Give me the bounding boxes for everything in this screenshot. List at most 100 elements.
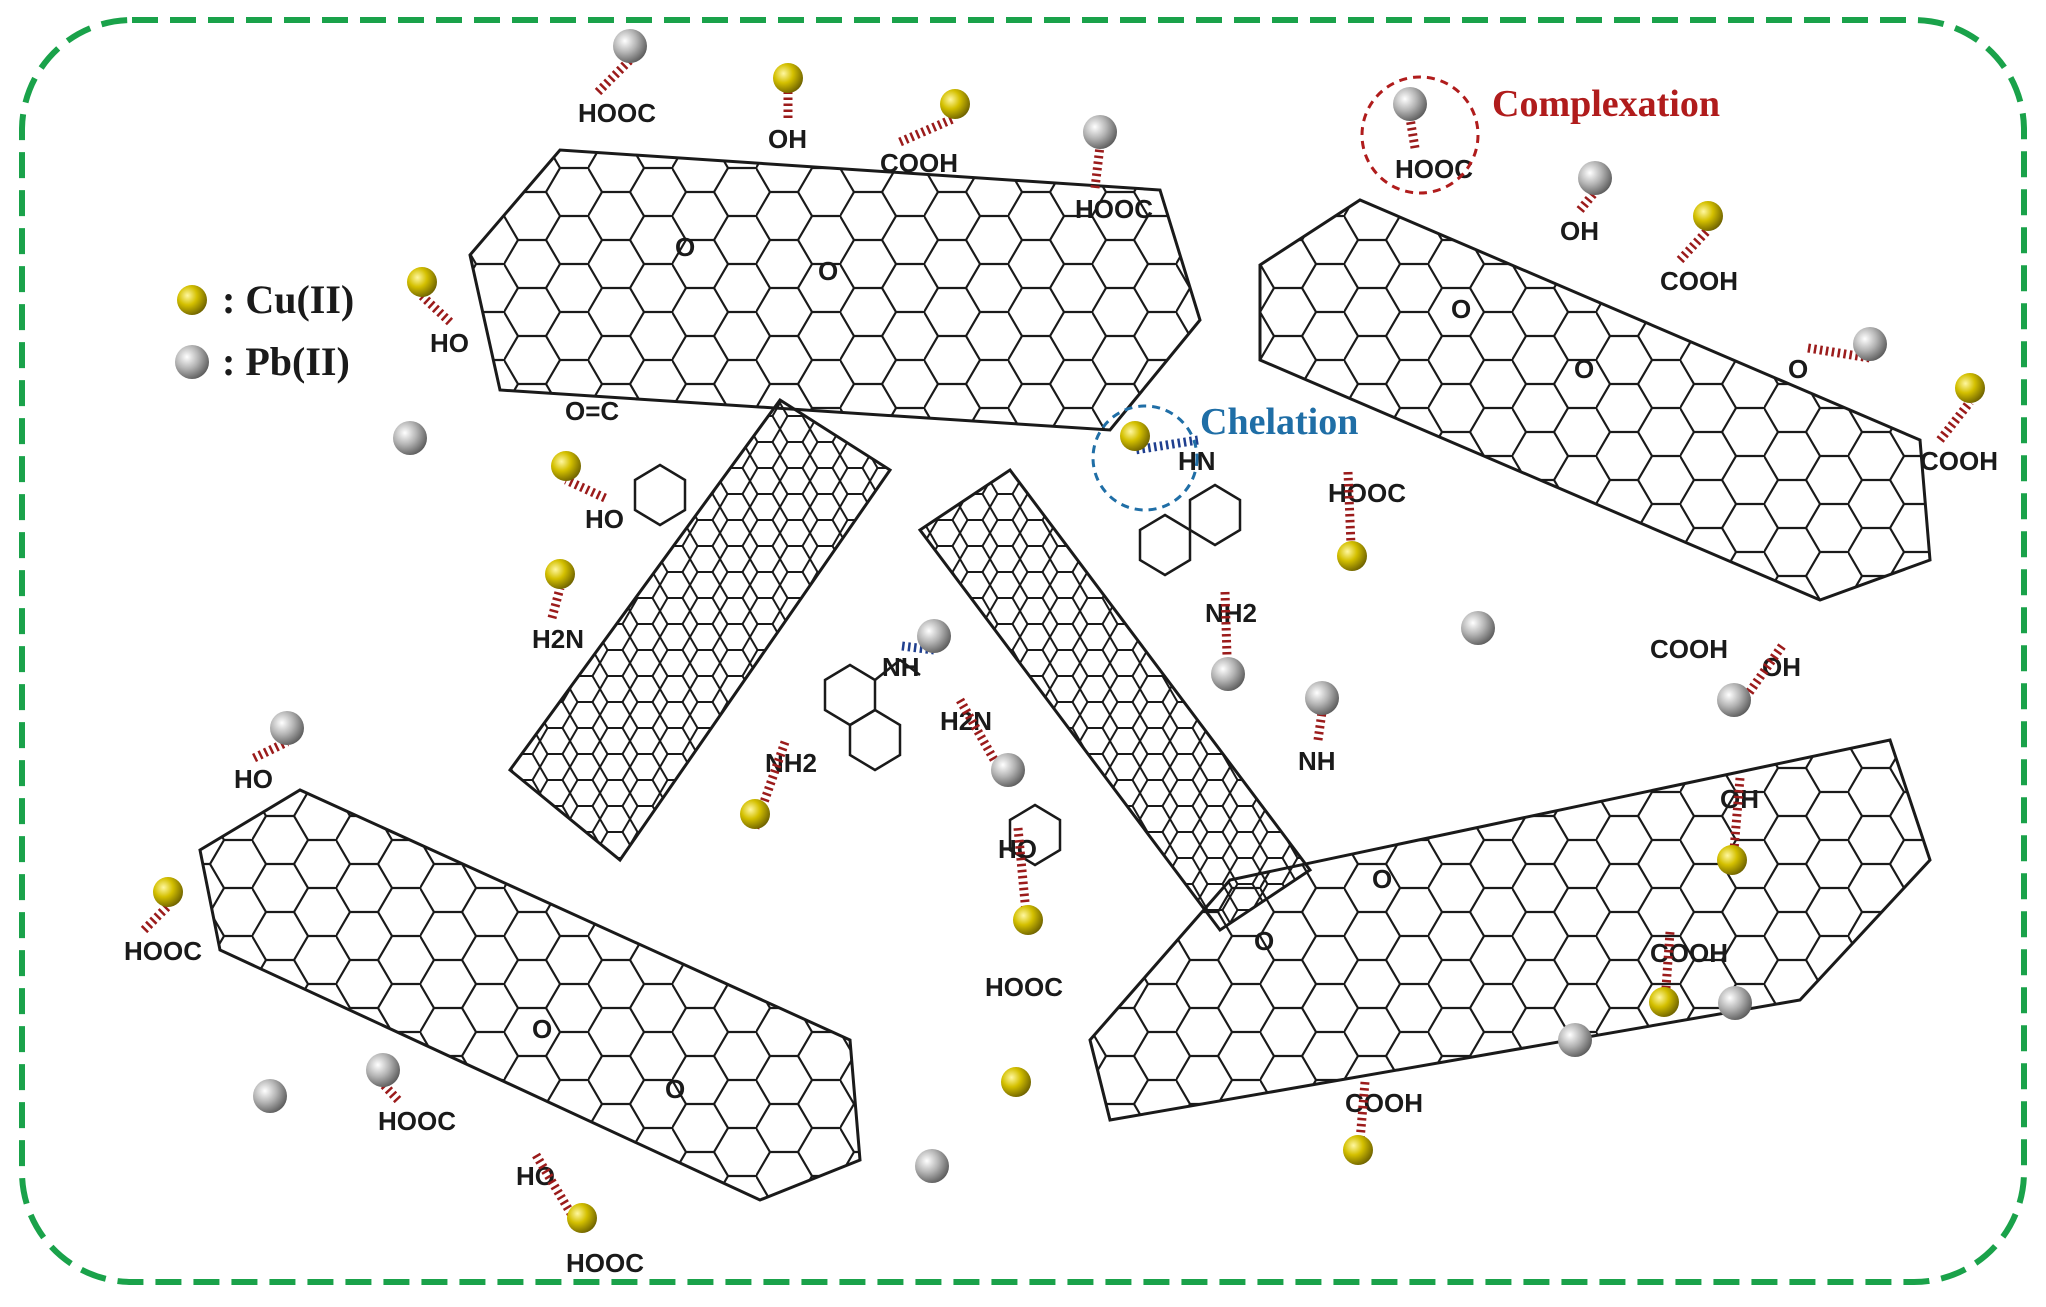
functional-group-o: O xyxy=(1788,354,1808,384)
complexation-bond xyxy=(1659,931,1675,1017)
graphene-sheet-top-left xyxy=(468,148,1202,432)
cu-ion-icon xyxy=(153,877,183,907)
functional-group-cooh: COOH xyxy=(1345,1088,1423,1118)
complexation-bond xyxy=(1090,145,1105,189)
functional-group-oh: OH xyxy=(768,124,807,154)
complexation-bond xyxy=(418,292,454,326)
functional-group-cooh: COOH xyxy=(1650,938,1728,968)
dashed-frame xyxy=(19,17,2027,1285)
pb-ion-icon xyxy=(1718,986,1752,1020)
functional-group-o: O xyxy=(1574,354,1594,384)
pb-ion-icon xyxy=(270,711,304,745)
functional-group-o: O xyxy=(1372,864,1392,894)
functional-group-hooc: HOOC xyxy=(566,1248,644,1278)
complexation-bond xyxy=(252,737,289,763)
complexation-bond xyxy=(956,697,1012,787)
functional-group-nh2: NH2 xyxy=(1205,598,1257,628)
cu-ion-icon xyxy=(1013,905,1043,935)
cu-ion-icon xyxy=(567,1203,597,1233)
pb-ion-icon xyxy=(1578,161,1612,195)
functional-group-cooh: COOH xyxy=(1920,446,1998,476)
functional-group-cooh: COOH xyxy=(880,148,958,178)
linker-molecule-center xyxy=(823,658,921,772)
legend-pb-label: : Pb(II) xyxy=(222,339,350,384)
pb-ion-icon xyxy=(915,1149,949,1183)
functional-group-h2n: H2N xyxy=(532,624,584,654)
grey-sphere-icon xyxy=(175,345,209,379)
pb-ion-icon xyxy=(1717,683,1751,717)
chelation-highlight-circle xyxy=(1091,404,1199,512)
complexation-bond xyxy=(547,586,565,620)
functional-group-oc: O=C xyxy=(565,396,619,426)
functional-group-nh: NH xyxy=(1298,746,1336,776)
cu-ion-icon xyxy=(1343,1135,1373,1165)
functional-group-hooc: HOOC xyxy=(1328,478,1406,508)
cu-ion-icon xyxy=(773,63,803,93)
cu-ion-icon xyxy=(940,89,970,119)
pb-ion-icon xyxy=(991,753,1025,787)
functional-group-o: O xyxy=(1254,926,1274,956)
functional-group-o: O xyxy=(1451,294,1471,324)
graphene-sheet-top-right xyxy=(1258,198,1932,602)
cu-ion-icon xyxy=(551,451,581,481)
functional-group-cooh: COOH xyxy=(1650,634,1728,664)
pb-ion-icon xyxy=(613,29,647,63)
pb-ion-icon xyxy=(1393,87,1427,121)
complexation-bond xyxy=(1576,189,1599,213)
complexation-bond xyxy=(1313,711,1327,741)
complexation-bond xyxy=(564,475,607,503)
cu-ion-icon xyxy=(545,559,575,589)
pb-ion-icon xyxy=(366,1053,400,1087)
functional-group-cooh: COOH xyxy=(1660,266,1738,296)
cu-ion-icon xyxy=(1001,1067,1031,1097)
complexation-bond xyxy=(594,56,634,96)
cu-ion-icon xyxy=(1955,373,1985,403)
complexation-bond xyxy=(898,113,957,147)
metal-ions xyxy=(153,29,1985,1233)
complexation-bond xyxy=(1676,226,1712,264)
legend: : Cu(II) : Pb(II) xyxy=(175,277,354,384)
pb-ion-icon xyxy=(1853,327,1887,361)
functional-group-hooc: HOOC xyxy=(124,936,202,966)
complexation-bond xyxy=(1936,399,1974,443)
functional-group-hooc: HOOC xyxy=(985,972,1063,1002)
complexation-bond xyxy=(140,902,172,934)
pb-ion-icon xyxy=(253,1079,287,1113)
functional-group-ho: HO xyxy=(234,764,273,794)
pb-ion-icon xyxy=(1211,657,1245,691)
catechol-molecule-left xyxy=(633,463,687,527)
functional-group-hooc: HOOC xyxy=(1395,154,1473,184)
functional-group-nh: NH xyxy=(882,652,920,682)
functional-group-oh: OH xyxy=(1560,216,1599,246)
pb-ion-icon xyxy=(1558,1023,1592,1057)
functional-group-nh2: NH2 xyxy=(765,748,817,778)
cu-ion-icon xyxy=(407,267,437,297)
pb-ion-icon xyxy=(1083,115,1117,149)
cu-ion-icon xyxy=(1717,845,1747,875)
functional-group-ho: HO xyxy=(585,504,624,534)
functional-group-o: O xyxy=(818,256,838,286)
graphene-sheet-bottom-left xyxy=(198,788,862,1202)
cu-ion-icon xyxy=(1120,421,1150,451)
complexation-bond xyxy=(1405,117,1420,149)
complexation-highlight-circle xyxy=(1360,75,1480,195)
functional-group-ho: HO xyxy=(430,328,469,358)
cu-ion-icon xyxy=(1337,541,1367,571)
complexation-bond xyxy=(1343,471,1357,571)
functional-group-hooc: HOOC xyxy=(578,98,656,128)
pb-ion-icon xyxy=(393,421,427,455)
gold-sphere-icon xyxy=(177,285,207,315)
cu-ion-icon xyxy=(1693,201,1723,231)
functional-group-hooc: HOOC xyxy=(1075,194,1153,224)
pb-ion-icon xyxy=(1305,681,1339,715)
complexation-bond xyxy=(1353,1081,1370,1165)
functional-group-hooc: HOOC xyxy=(378,1106,456,1136)
complexation-bond xyxy=(1730,643,1786,717)
chelation-label: Chelation xyxy=(1200,401,1358,443)
pb-ion-icon xyxy=(917,619,951,653)
functional-group-o: O xyxy=(532,1014,552,1044)
pb-ion-icon xyxy=(1461,611,1495,645)
cu-ion-icon xyxy=(740,799,770,829)
cu-ion-icon xyxy=(1649,987,1679,1017)
